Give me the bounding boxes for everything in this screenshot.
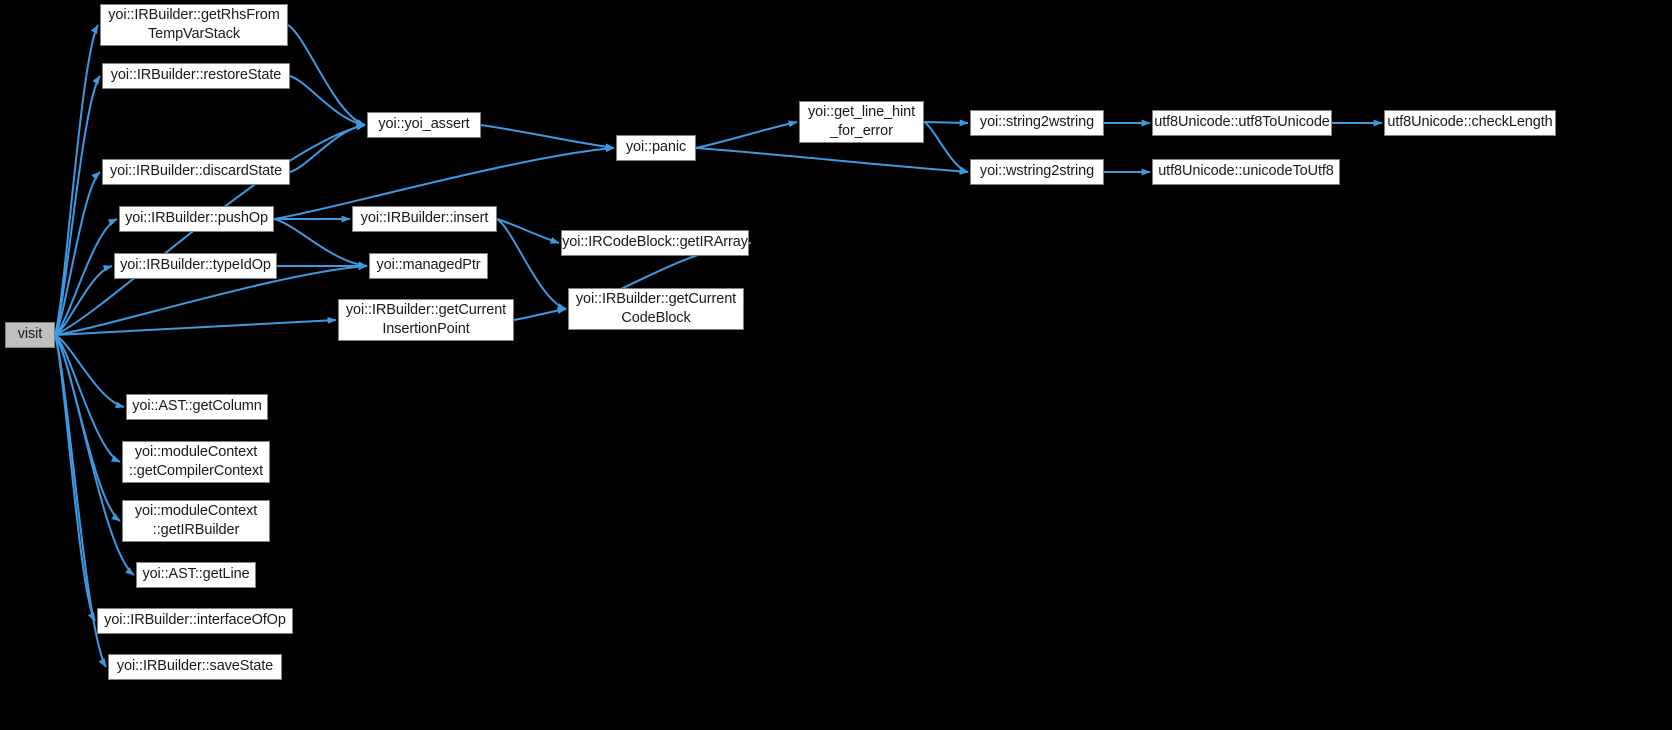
graph-edge-panic-to-wstring2string — [695, 147, 969, 175]
graph-edge-visit-to-getLine — [54, 334, 135, 576]
graph-edge-panic-to-get_line_hint_for_error — [695, 120, 798, 149]
graph-node-interfaceOfOp[interactable]: yoi::IRBuilder::interfaceOfOp — [97, 608, 293, 634]
graph-edge-pushOp-to-managedPtr — [273, 218, 368, 269]
graph-node-getIRBuilder[interactable]: yoi::moduleContext ::getIRBuilder — [122, 500, 270, 542]
graph-edge-get_line_hint_for_error-to-wstring2string — [923, 121, 969, 174]
graph-node-wstring2string[interactable]: yoi::wstring2string — [970, 159, 1104, 185]
graph-node-insert[interactable]: yoi::IRBuilder::insert — [352, 206, 497, 232]
graph-edge-get_line_hint_for_error-to-string2wstring — [923, 119, 969, 127]
graph-node-getColumn[interactable]: yoi::AST::getColumn — [126, 394, 268, 420]
graph-node-getIRArray[interactable]: yoi::IRCodeBlock::getIRArray — [561, 230, 749, 256]
graph-edge-visit-to-getCurrentInsertionPoint — [54, 316, 337, 336]
graph-node-unicodeToUtf8[interactable]: utf8Unicode::unicodeToUtf8 — [1152, 159, 1340, 185]
graph-edge-visit-to-saveState — [54, 334, 107, 668]
graph-node-utf8ToUnicode[interactable]: utf8Unicode::utf8ToUnicode — [1152, 110, 1332, 136]
graph-node-getCompilerContext[interactable]: yoi::moduleContext ::getCompilerContext — [122, 441, 270, 483]
graph-node-managedPtr[interactable]: yoi::managedPtr — [369, 253, 488, 279]
graph-edge-pushOp-to-panic — [273, 145, 615, 220]
graph-node-getCurrentCodeBlock[interactable]: yoi::IRBuilder::getCurrent CodeBlock — [568, 288, 744, 330]
graph-edge-visit-to-managedPtr — [54, 263, 368, 336]
graph-node-get_line_hint_for_error[interactable]: yoi::get_line_hint _for_error — [799, 101, 924, 143]
graph-edge-insert-to-getIRArray — [496, 218, 560, 244]
graph-edge-visit-to-typeIdOp — [54, 265, 113, 336]
graph-edge-discardState-to-yoi_assert — [289, 122, 366, 173]
graph-edge-yoi_assert-to-panic — [480, 124, 615, 151]
graph-edge-visit-to-getColumn — [54, 334, 125, 409]
graph-node-restoreState[interactable]: yoi::IRBuilder::restoreState — [102, 63, 290, 89]
graph-node-getCurrentInsertionPoint[interactable]: yoi::IRBuilder::getCurrent InsertionPoin… — [338, 299, 514, 341]
graph-edge-visit-to-restoreState — [54, 75, 101, 336]
graph-node-typeIdOp[interactable]: yoi::IRBuilder::typeIdOp — [114, 253, 277, 279]
graph-node-pushOp[interactable]: yoi::IRBuilder::pushOp — [119, 206, 274, 232]
graph-node-getLine[interactable]: yoi::AST::getLine — [136, 562, 256, 588]
graph-node-checkLength[interactable]: utf8Unicode::checkLength — [1384, 110, 1556, 136]
graph-edge-visit-to-discardState — [54, 171, 101, 336]
graph-edge-visit-to-getCompilerContext — [54, 334, 121, 463]
graph-edge-getRhsFromTempVarStack-to-yoi_assert — [287, 24, 366, 126]
graph-node-panic[interactable]: yoi::panic — [616, 135, 696, 161]
graph-node-getRhsFromTempVarStack[interactable]: yoi::IRBuilder::getRhsFrom TempVarStack — [100, 4, 288, 46]
graph-node-string2wstring[interactable]: yoi::string2wstring — [970, 110, 1104, 136]
graph-edge-getCurrentInsertionPoint-to-getCurrentCodeBlock — [513, 307, 567, 321]
graph-edge-visit-to-getIRBuilder — [54, 334, 121, 522]
graph-node-yoi_assert[interactable]: yoi::yoi_assert — [367, 112, 481, 138]
graph-node-discardState[interactable]: yoi::IRBuilder::discardState — [102, 159, 290, 185]
graph-edge-restoreState-to-yoi_assert — [289, 75, 366, 128]
graph-edge-insert-to-getCurrentCodeBlock — [496, 218, 567, 310]
graph-node-visit[interactable]: visit — [5, 322, 55, 348]
graph-edge-visit-to-pushOp — [54, 218, 118, 336]
graph-node-saveState[interactable]: yoi::IRBuilder::saveState — [108, 654, 282, 680]
